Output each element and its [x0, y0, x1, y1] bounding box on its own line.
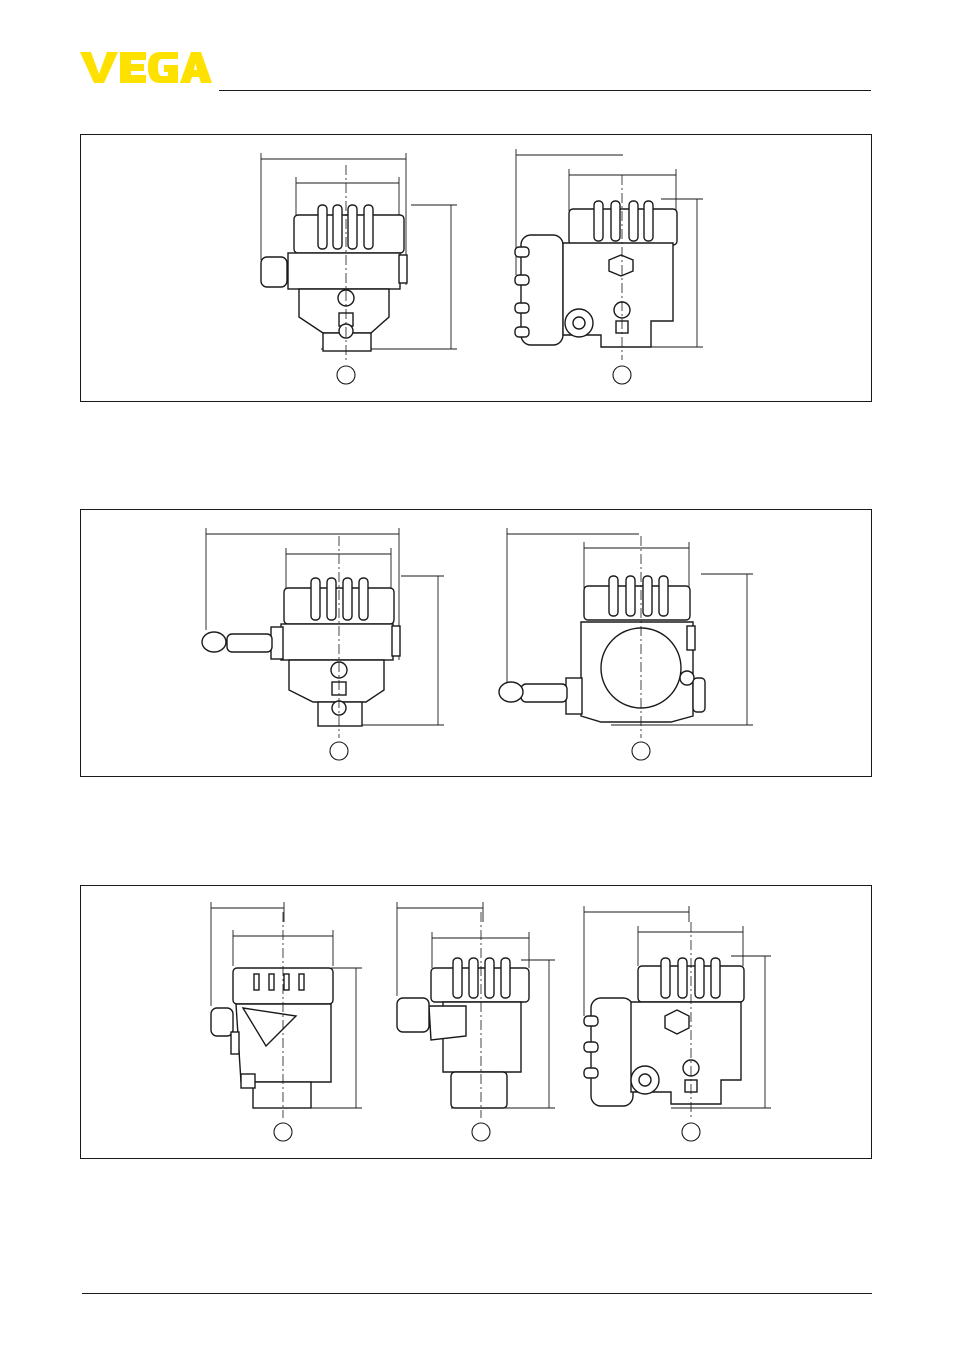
figure-2-drawing	[81, 510, 871, 776]
view-1b	[515, 149, 703, 384]
view-3a	[211, 902, 362, 1141]
view-3c	[584, 906, 771, 1141]
figure-1-drawing	[81, 135, 871, 401]
view-2a	[202, 528, 444, 760]
figure-panel-3	[80, 885, 872, 1159]
view-1a	[261, 153, 457, 384]
figure-panel-1	[80, 134, 872, 402]
vega-logo	[80, 50, 212, 84]
figure-3-drawing	[81, 886, 871, 1158]
view-2b	[499, 528, 753, 760]
header-rule	[219, 90, 871, 91]
view-3b	[397, 902, 555, 1141]
footer-rule	[82, 1293, 872, 1294]
figure-panel-2	[80, 509, 872, 777]
